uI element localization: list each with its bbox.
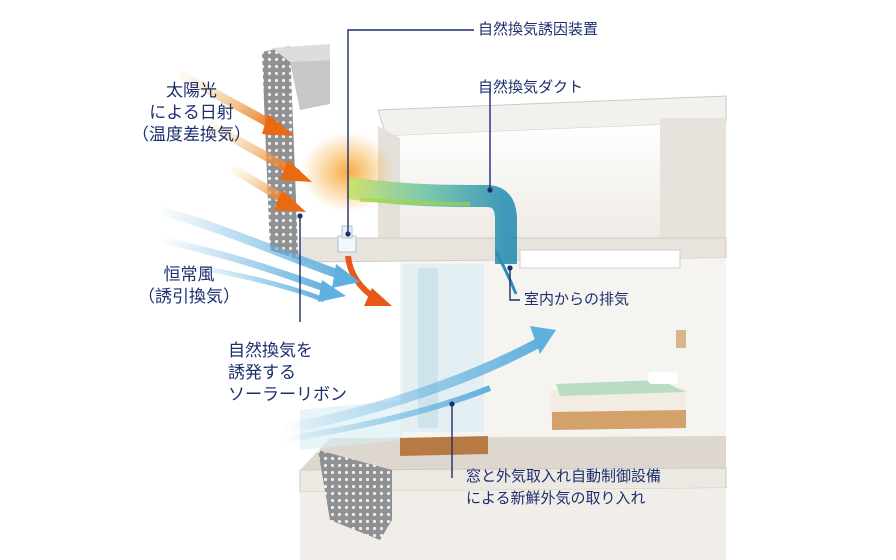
wind-arrows bbox=[156, 205, 556, 443]
exhaust-flow bbox=[494, 251, 518, 295]
label-sun-line1: 太陽光 bbox=[166, 81, 217, 101]
label-ribbon-line1: 自然換気を bbox=[228, 341, 313, 361]
label-sun-line3: （温度差換気） bbox=[132, 125, 251, 146]
label-exhaust: 室内からの排気 bbox=[524, 290, 630, 308]
sun-arrows bbox=[177, 70, 392, 306]
label-sun: 太陽光 による日射 （温度差換気） bbox=[132, 80, 251, 146]
label-wind: 恒常風 （誘引換気） bbox=[138, 264, 240, 308]
label-wind-line1: 恒常風 bbox=[163, 265, 215, 285]
leader-lines bbox=[299, 29, 520, 478]
label-intake-line2: による新鮮外気の取り入れ bbox=[466, 488, 646, 507]
ventilation-duct bbox=[346, 177, 517, 264]
label-intake-line1: 窓と外気取入れ自動制御設備 bbox=[466, 467, 662, 485]
inducer-device-icon bbox=[337, 225, 357, 253]
label-duct: 自然換気ダクト bbox=[478, 78, 584, 96]
label-wind-line2: （誘引換気） bbox=[138, 287, 240, 308]
label-ribbon-line3: ソーラーリボン bbox=[228, 385, 347, 406]
label-ribbon-line2: 誘発する bbox=[228, 363, 296, 384]
leader-dots bbox=[297, 187, 513, 407]
label-sun-line2: による日射 bbox=[149, 103, 234, 124]
label-ribbon: 自然換気を 誘発する ソーラーリボン bbox=[228, 340, 347, 406]
label-device: 自然換気誘因装置 bbox=[478, 20, 599, 38]
label-intake: 窓と外気取入れ自動制御設備 による新鮮外気の取り入れ bbox=[466, 466, 661, 510]
